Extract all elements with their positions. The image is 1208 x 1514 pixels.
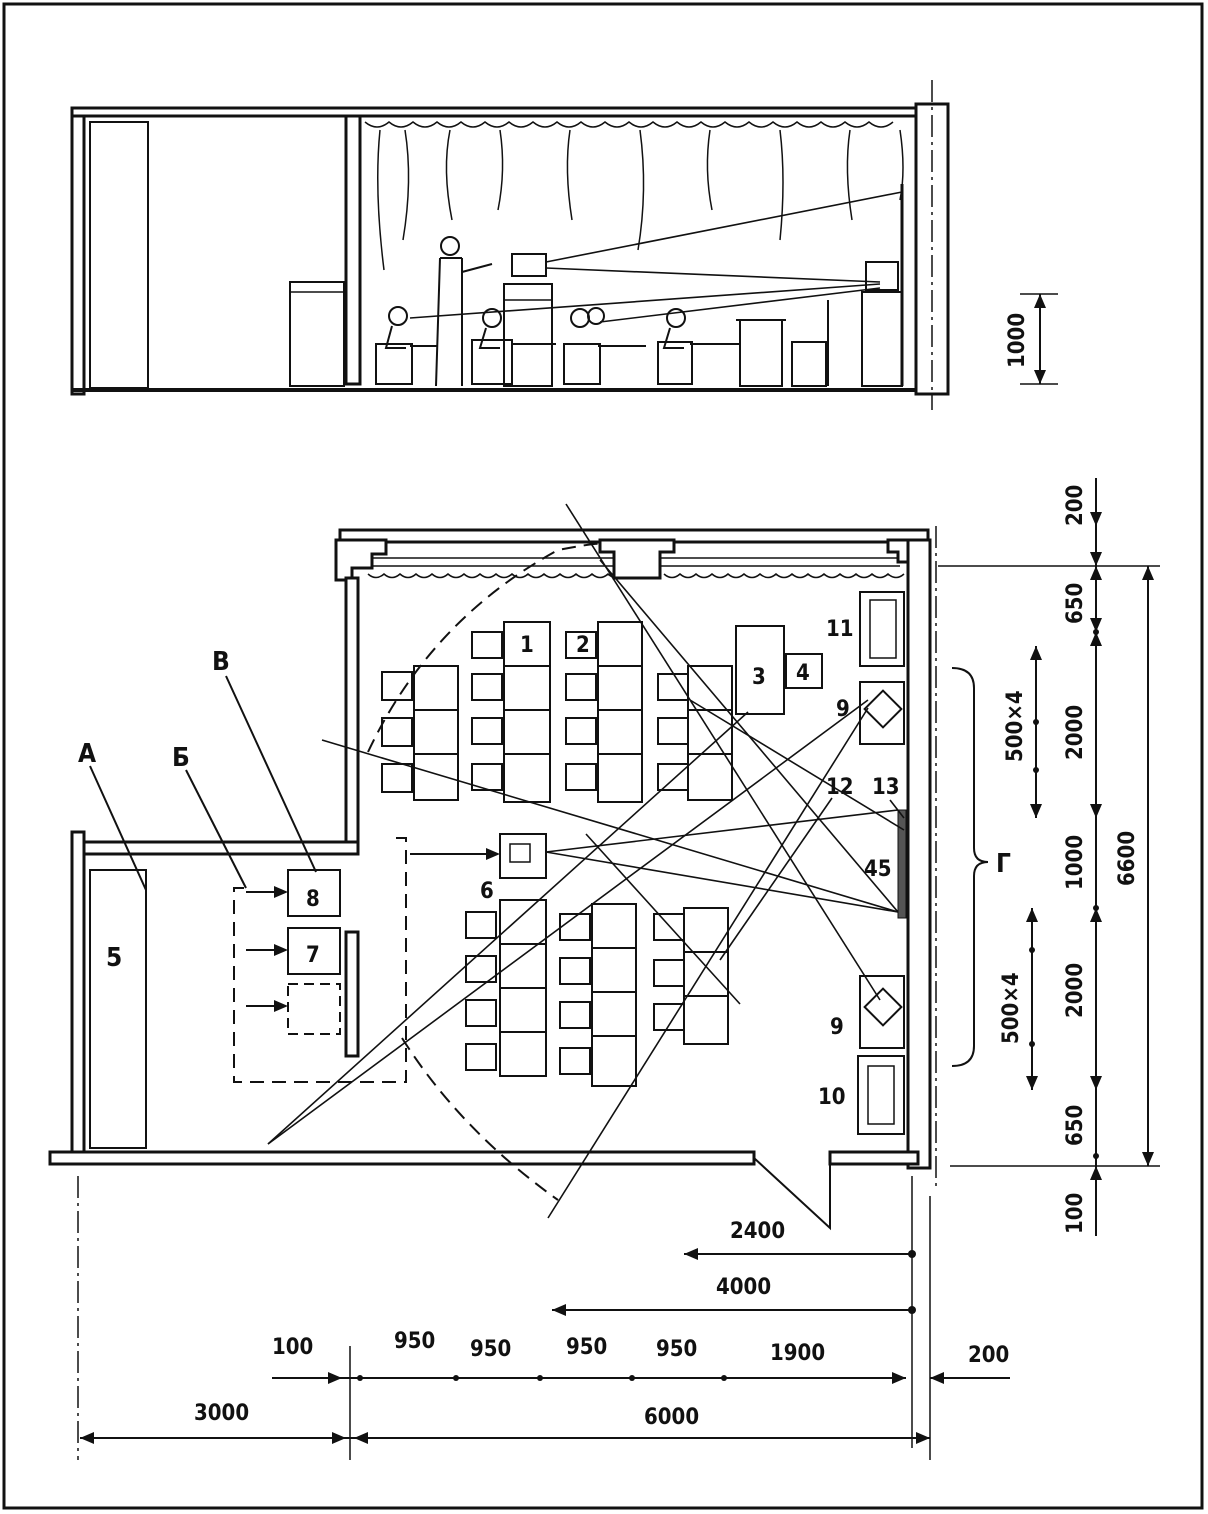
dim-right-1000: 1000 — [1063, 835, 1088, 890]
dim-right-2000-top: 2000 — [1063, 705, 1088, 760]
label-6: 6 — [480, 879, 494, 904]
dim-b200: 200 — [968, 1343, 1009, 1368]
label-g: Г — [996, 849, 1011, 879]
dim-b6000: 6000 — [644, 1405, 699, 1430]
section-partition — [344, 110, 362, 386]
section-view: 1000 — [70, 80, 1058, 410]
label-11: 11 — [826, 617, 854, 642]
plan-pier-middle — [598, 538, 676, 580]
plan-cabinet-11 — [859, 591, 905, 667]
plan-curtain — [367, 573, 905, 579]
label-b: Б — [172, 743, 190, 773]
plan-bottom-wall-right — [828, 1150, 920, 1166]
section-ceiling — [70, 106, 928, 118]
section-curtain-top — [364, 121, 894, 128]
label-12: 12 — [826, 775, 854, 800]
label-5: 5 — [106, 943, 122, 973]
section-projector-stand — [503, 283, 553, 387]
section-left-wall — [70, 110, 86, 396]
plan-cabinet-10 — [857, 1055, 905, 1135]
section-tv-stand — [861, 291, 903, 387]
dim-b950-3: 950 — [566, 1335, 607, 1360]
section-sight-1 — [409, 283, 881, 319]
label-9-top: 9 — [836, 697, 850, 722]
leader-v — [225, 675, 317, 873]
section-projector — [511, 253, 547, 277]
plan-zone-b — [233, 837, 407, 1083]
label-9-bottom: 9 — [830, 1015, 844, 1040]
section-curtain-folds — [377, 129, 904, 271]
dim-b3000: 3000 — [194, 1401, 249, 1426]
plan-view — [48, 503, 989, 1231]
label-angle-45: 45 — [864, 857, 892, 882]
right-dimension-chain: 200 650 2000 1000 2000 650 100 6600 500×… — [938, 478, 1160, 1236]
plan-box-8 — [287, 869, 341, 917]
label-a: А — [78, 739, 96, 769]
dim-right-total: 6600 — [1115, 831, 1140, 886]
label-1: 1 — [520, 633, 534, 658]
dim-right-2000-bottom: 2000 — [1063, 963, 1088, 1018]
dim-window-top: 500×4 — [1003, 690, 1028, 762]
label-4: 4 — [796, 661, 810, 686]
dim-section-height: 1000 — [1005, 313, 1030, 368]
section-beam-lower — [545, 267, 881, 283]
plan-labels: 1 2 3 4 5 6 7 8 9 9 10 11 12 13 45 А Б В… — [78, 617, 1011, 1110]
dim-4000: 4000 — [716, 1275, 771, 1300]
plan-desks-lower — [465, 899, 729, 1087]
section-cabinet — [289, 281, 345, 387]
label-8: 8 — [306, 887, 320, 912]
dim-window-bottom: 500×4 — [999, 972, 1024, 1044]
dim-b100: 100 — [272, 1335, 313, 1360]
plan-right-wall — [906, 538, 932, 1170]
label-10: 10 — [818, 1085, 846, 1110]
dim-right-100: 100 — [1063, 1193, 1088, 1234]
section-teacher — [435, 236, 493, 387]
plan-pier-left — [334, 538, 388, 582]
plan-cabinet-5 — [89, 869, 147, 1149]
plan-projector-6 — [499, 833, 547, 879]
brace-g — [951, 667, 989, 1067]
plan-sight-lines — [267, 503, 905, 1219]
label-7: 7 — [306, 943, 320, 968]
section-sight-2 — [599, 287, 881, 323]
label-3: 3 — [752, 665, 766, 690]
dim-right-650-top: 650 — [1063, 583, 1088, 624]
label-v: В — [212, 647, 230, 677]
leader-a — [89, 765, 147, 891]
plan-door — [753, 1157, 831, 1231]
plan-desks-upper — [381, 621, 733, 803]
section-tv — [865, 261, 899, 291]
bottom-dimension-chain: 2400 4000 100 950 950 950 950 1900 200 3… — [77, 1176, 1010, 1460]
dim-right-200: 200 — [1063, 485, 1088, 526]
section-left-cabinet — [89, 121, 149, 389]
plan-zone-arrows — [246, 853, 490, 1007]
plan-leader-13 — [889, 799, 905, 819]
plan-leader-12 — [719, 797, 833, 961]
label-13: 13 — [872, 775, 900, 800]
dim-b950-1: 950 — [394, 1329, 435, 1354]
dim-right-650-bottom: 650 — [1063, 1105, 1088, 1146]
plan-bottom-wall-left — [48, 1150, 756, 1166]
leader-b — [185, 769, 247, 889]
plan-side-wall-left — [70, 830, 86, 1164]
dim-b1900: 1900 — [770, 1341, 825, 1366]
plan-side-wall-top — [76, 840, 360, 856]
plan-partition-lower — [344, 930, 360, 1058]
plan-box-7 — [287, 927, 341, 975]
plan-item-4 — [785, 653, 823, 689]
dim-b950-2: 950 — [470, 1337, 511, 1362]
plan-board-13 — [897, 809, 907, 919]
plan-partition-upper — [344, 576, 360, 844]
dim-b950-4: 950 — [656, 1337, 697, 1362]
section-beam-upper — [545, 191, 903, 263]
dim-2400: 2400 — [730, 1219, 785, 1244]
section-desks — [375, 300, 829, 387]
plan-viewing-arc — [367, 542, 603, 1201]
plan-desk-3 — [735, 625, 785, 715]
plan-box-empty — [287, 983, 341, 1035]
label-2: 2 — [576, 633, 590, 658]
